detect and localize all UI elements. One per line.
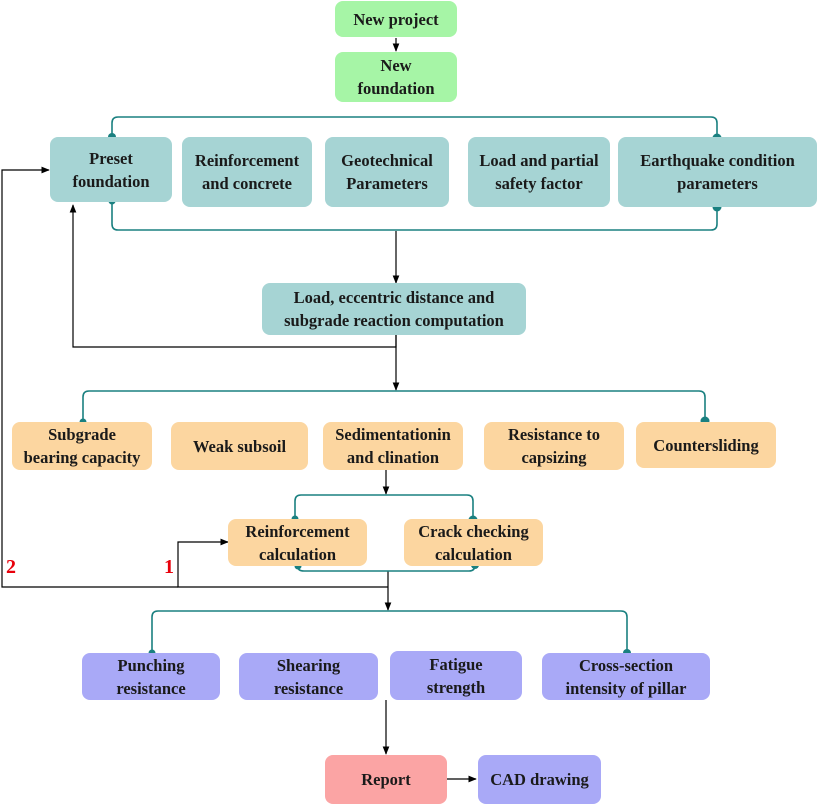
punching-resistance-node: Punching resistance bbox=[82, 653, 220, 700]
arrow-loop-1 bbox=[177, 538, 388, 588]
shearing-resistance-node: Shearing resistance bbox=[239, 653, 378, 700]
bracket-calc-top bbox=[294, 494, 474, 518]
loop-2-label: 2 bbox=[6, 556, 16, 578]
bracket-strength-top bbox=[151, 610, 628, 652]
sedimentation-node: Sedimentationin and clination bbox=[323, 422, 463, 470]
preset-foundation-node: Preset foundation bbox=[50, 137, 172, 202]
subgrade-bearing-node: Subgrade bearing capacity bbox=[12, 422, 152, 470]
bracket-parameters-top bbox=[111, 116, 718, 138]
cad-drawing-node: CAD drawing bbox=[478, 755, 601, 804]
fatigue-strength-node: Fatigue strength bbox=[390, 651, 522, 700]
report-node: Report bbox=[325, 755, 447, 804]
bracket-parameters-bottom bbox=[111, 201, 718, 231]
loop-1-label: 1 bbox=[164, 556, 174, 578]
arrow-loop-2 bbox=[1, 166, 178, 588]
earthquake-parameters-node: Earthquake condition parameters bbox=[618, 137, 817, 207]
countersliding-node: Countersliding bbox=[636, 422, 776, 468]
reinforcement-concrete-node: Reinforcement and concrete bbox=[182, 137, 312, 207]
new-project-node: New project bbox=[335, 1, 457, 37]
weak-subsoil-node: Weak subsoil bbox=[171, 422, 308, 470]
crack-checking-node: Crack checking calculation bbox=[404, 519, 543, 566]
new-foundation-node: New foundation bbox=[335, 52, 457, 102]
geotechnical-parameters-node: Geotechnical Parameters bbox=[325, 137, 449, 207]
bracket-checks-top bbox=[82, 390, 706, 420]
resistance-capsizing-node: Resistance to capsizing bbox=[484, 422, 624, 470]
cross-section-node: Cross-section intensity of pillar bbox=[542, 653, 710, 700]
load-computation-node: Load, eccentric distance and subgrade re… bbox=[262, 283, 526, 335]
load-safety-factor-node: Load and partial safety factor bbox=[468, 137, 610, 207]
reinforcement-calculation-node: Reinforcement calculation bbox=[228, 519, 367, 566]
